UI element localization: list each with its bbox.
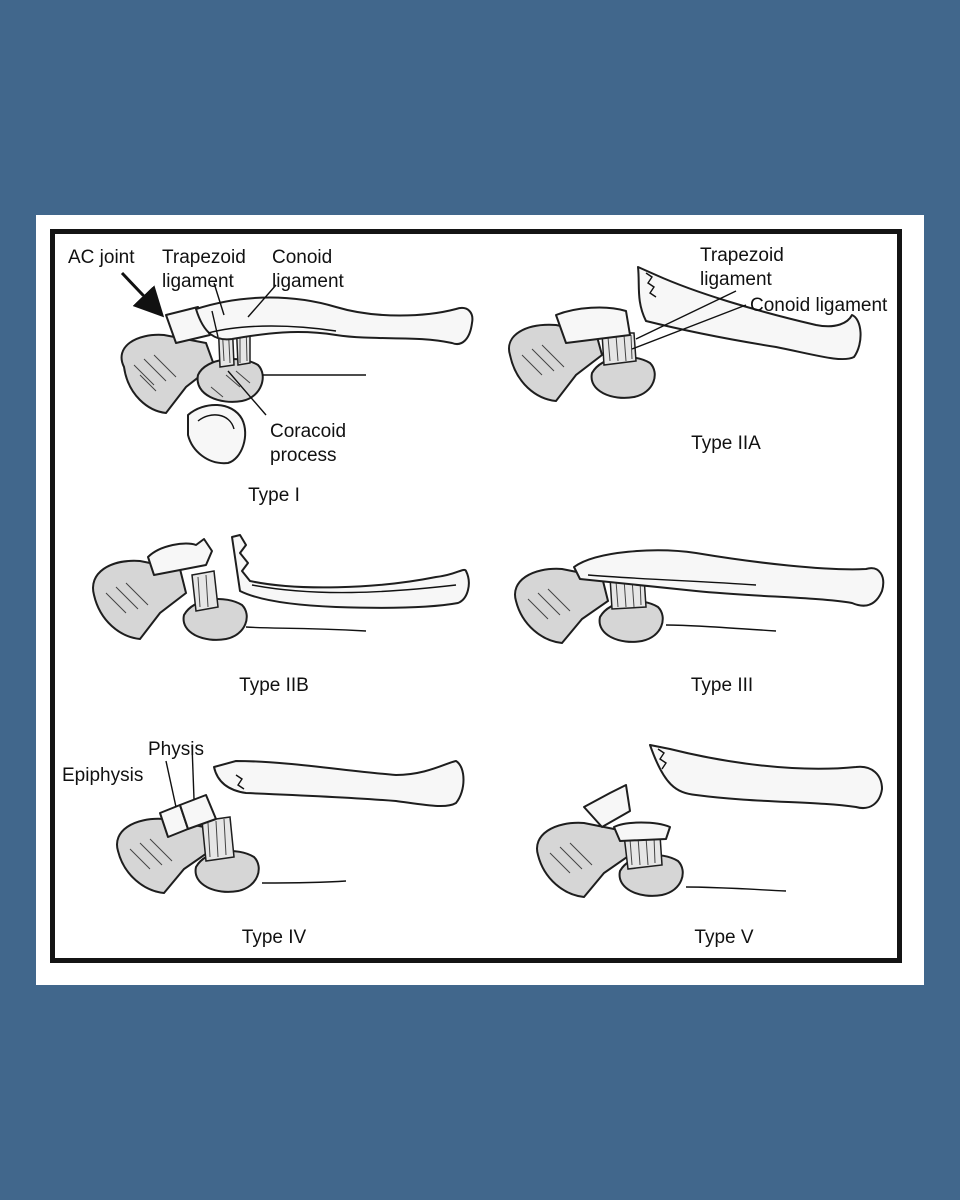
caption-type-4: Type IV — [242, 927, 307, 948]
label-conoid-line2: ligament — [272, 271, 345, 292]
avulsed-fragment — [613, 821, 671, 842]
acromion-tip — [583, 784, 631, 828]
label-coracoid-line2: process — [270, 445, 337, 466]
acromion-bone — [116, 817, 212, 895]
clavicle — [649, 744, 883, 809]
clavicle — [637, 266, 862, 361]
label-trapezoid-line1: Trapezoid — [162, 247, 246, 268]
caption-type-3: Type III — [691, 675, 753, 696]
scapula-body — [187, 403, 247, 465]
caption-type-2b: Type IIB — [239, 675, 309, 696]
clavicle — [195, 296, 474, 345]
panel-type-2a: Trapezoid ligament Conoid ligament Type … — [508, 245, 888, 454]
caption-type-1: Type I — [248, 485, 300, 506]
label-physis: Physis — [148, 739, 204, 760]
label-epiphysis: Epiphysis — [62, 765, 143, 786]
label-conoid-line1: Conoid — [272, 247, 332, 268]
panel-type-5: Type V — [536, 744, 883, 948]
acromion-bone — [92, 559, 188, 641]
clavicle — [213, 760, 465, 808]
label-trapezoid-line2: ligament — [162, 271, 235, 292]
caption-type-2a: Type IIA — [691, 433, 761, 454]
panel-type-2b: Type IIB — [92, 534, 470, 696]
panel-type-3: Type III — [514, 549, 885, 696]
acromion-tip — [147, 538, 213, 576]
caption-type-5: Type V — [694, 927, 753, 948]
label-conoid-ligament: Conoid ligament — [750, 295, 888, 316]
acromion-bone — [508, 323, 604, 403]
acromion-bone — [514, 567, 610, 645]
panel-type-4: Physis Epiphysis Type IV — [62, 739, 465, 948]
label-coracoid-line1: Coracoid — [270, 421, 346, 442]
panel-type-1: AC joint Trapezoid ligament Conoid ligam… — [68, 247, 474, 506]
figure-frame — [50, 229, 902, 963]
label-trapezoid-line2: ligament — [700, 269, 773, 290]
acromion-tip — [555, 306, 631, 344]
clavicle — [573, 549, 885, 607]
physis — [179, 794, 217, 830]
ligament-bundle — [191, 570, 219, 612]
classification-diagram: AC joint Trapezoid ligament Conoid ligam… — [62, 245, 888, 948]
clavicle-fragment — [231, 534, 470, 609]
figure-card: AC joint Trapezoid ligament Conoid ligam… — [36, 215, 924, 985]
label-ac-joint: AC joint — [68, 247, 135, 268]
label-trapezoid-line1: Trapezoid — [700, 245, 784, 266]
